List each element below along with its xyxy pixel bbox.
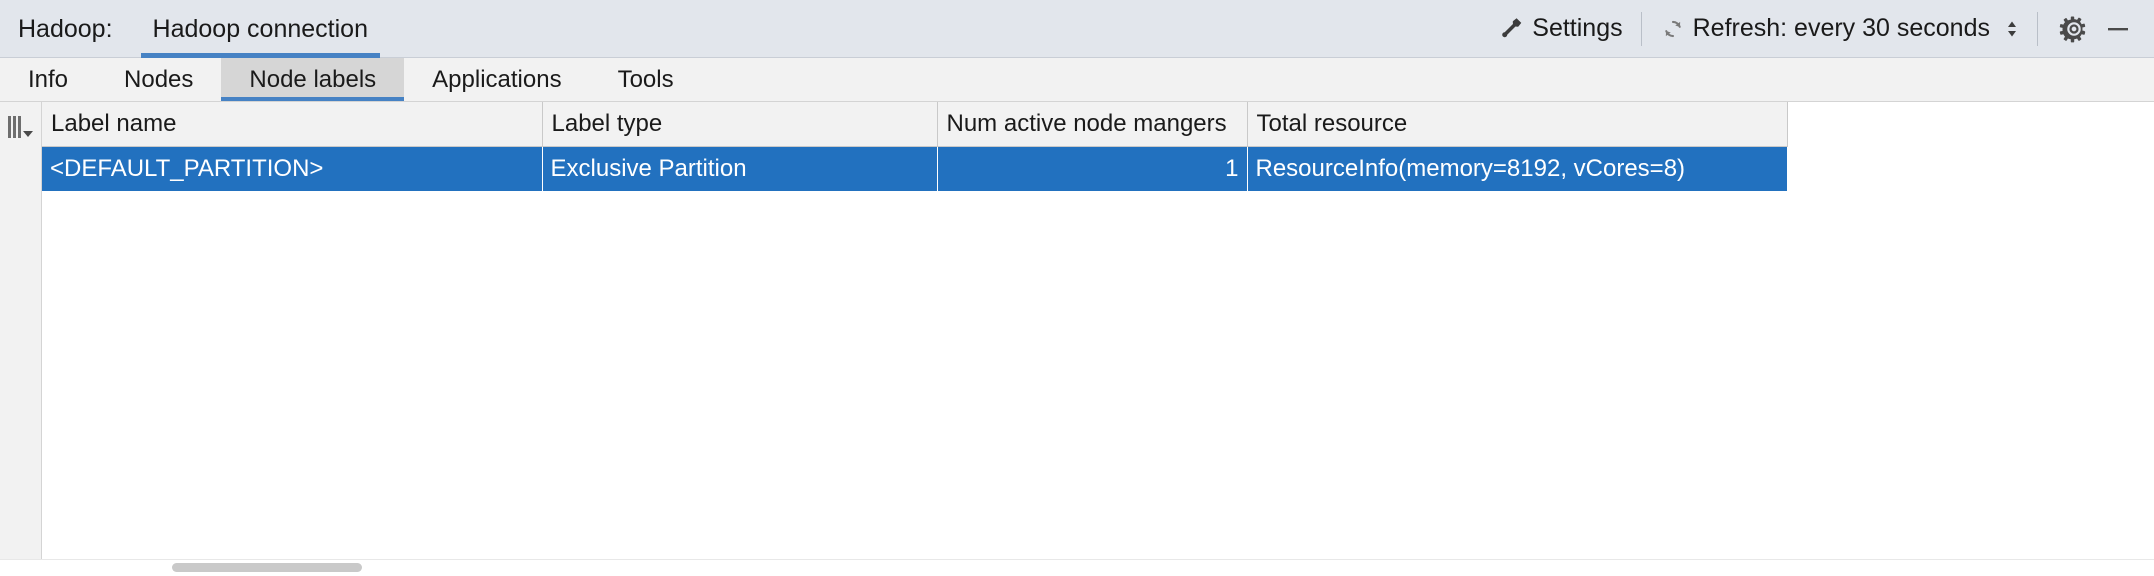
toolbar-separator-1 [1640, 11, 1642, 46]
toolbar-separator-2 [2037, 11, 2038, 46]
tab-node-labels[interactable]: Node labels [221, 58, 405, 101]
columns-bar-3 [18, 116, 21, 138]
column-header-label-type[interactable]: Label type [542, 102, 938, 147]
bottom-strip [0, 559, 2154, 576]
tab-nodes[interactable]: Nodes [96, 58, 221, 101]
cell-num-active-node-mangers: 1 [937, 146, 1248, 191]
tab-info[interactable]: Info [0, 58, 96, 101]
node-labels-table-container: Label name Label type Num active node ma… [42, 102, 1788, 559]
table-empty-area [42, 191, 1098, 559]
cell-label-name: <DEFAULT_PARTITION> [42, 146, 543, 191]
table-gutter [0, 102, 42, 559]
connection-tab-underline [140, 53, 380, 58]
column-header-total-resource[interactable]: Total resource [1247, 102, 1788, 147]
minimize-icon[interactable] [2096, 7, 2140, 51]
connection-tab[interactable]: Hadoop connection [140, 0, 380, 58]
table-row[interactable]: <DEFAULT_PARTITION> Exclusive Partition … [42, 146, 1787, 191]
tool-window-title-bar: Hadoop: Hadoop connection Settings [0, 0, 2154, 58]
horizontal-scrollbar-thumb[interactable] [172, 563, 362, 572]
tool-window-title: Hadoop: [18, 15, 113, 43]
stepper-updown-icon[interactable] [2005, 20, 2019, 38]
refresh-icon [1660, 16, 1686, 42]
column-header-num-active-node-mangers[interactable]: Num active node mangers [937, 102, 1248, 147]
settings-action-inner: Settings [1501, 14, 1623, 43]
refresh-interval-inner: Refresh: every 30 seconds [1660, 14, 2019, 43]
title-left-group: Hadoop: Hadoop connection [0, 0, 380, 58]
settings-action[interactable]: Settings [1483, 0, 1640, 57]
horizontal-scrollbar[interactable] [42, 563, 2154, 573]
tab-nodes-label: Nodes [124, 65, 194, 93]
content-tab-strip: Info Nodes Node labels Applications Tool… [0, 58, 2154, 102]
columns-bar-2 [13, 116, 16, 138]
table-header-row: Label name Label type Num active node ma… [42, 102, 1788, 147]
tab-node-labels-label: Node labels [249, 65, 377, 93]
title-bar-actions: Settings Refresh: every 30 seconds [1483, 0, 2154, 57]
tab-info-label: Info [28, 65, 69, 93]
columns-bar-1 [8, 116, 11, 138]
node-labels-table: Label name Label type Num active node ma… [42, 102, 1788, 191]
connection-tab-label: Hadoop connection [152, 15, 368, 43]
columns-settings-icon[interactable] [8, 116, 33, 138]
node-labels-panel: Label name Label type Num active node ma… [0, 102, 2154, 559]
wrench-icon [1501, 17, 1525, 41]
tab-tools[interactable]: Tools [590, 58, 702, 101]
tab-applications[interactable]: Applications [404, 58, 589, 101]
tab-applications-label: Applications [432, 65, 562, 93]
chevron-down-icon [23, 131, 33, 137]
column-header-label-name[interactable]: Label name [42, 102, 543, 147]
settings-label: Settings [1532, 14, 1623, 42]
refresh-interval-label: Refresh: every 30 seconds [1692, 14, 1990, 42]
cell-label-type: Exclusive Partition [542, 146, 938, 191]
tab-tools-label: Tools [617, 65, 674, 93]
cell-total-resource: ResourceInfo(memory=8192, vCores=8) [1247, 146, 1787, 191]
refresh-interval-selector[interactable]: Refresh: every 30 seconds [1642, 0, 2037, 57]
gear-icon[interactable] [2052, 7, 2096, 51]
